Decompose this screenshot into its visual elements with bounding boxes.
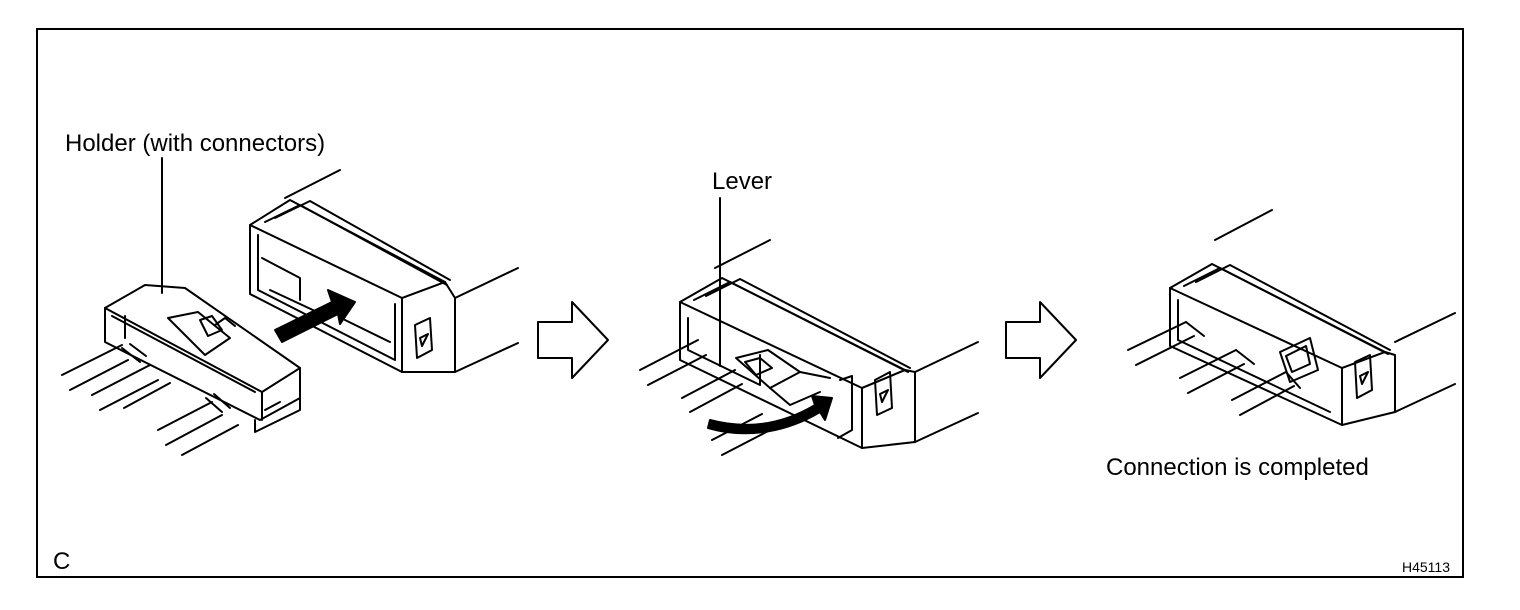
- figure-border: [36, 28, 1464, 578]
- holder-with-connectors: [61, 284, 301, 456]
- harness-completed: [1127, 321, 1301, 416]
- ecu-latch: [1354, 354, 1373, 399]
- ecu-unit-2: [679, 239, 979, 449]
- step-arrow-icon: [1005, 301, 1077, 379]
- ecu-unit-1: [249, 169, 519, 373]
- rotate-arrow-icon: [707, 395, 833, 435]
- ecu-latch: [874, 371, 893, 416]
- push-arrow-icon: [274, 289, 356, 343]
- step-arrow-icon: [537, 301, 609, 379]
- holder-label: Holder (with connectors): [65, 130, 326, 157]
- stage-3-completed: [1127, 209, 1456, 426]
- locked-lever: [1279, 337, 1319, 383]
- stage-2-lever: [639, 197, 979, 456]
- lever-label: Lever: [712, 168, 773, 195]
- stage-1-disconnected: [61, 157, 519, 456]
- figure-code: H45113: [1402, 559, 1451, 575]
- ecu-unit-3: [1169, 209, 1456, 426]
- ecu-latch: [414, 317, 433, 359]
- completed-label: Connection is completed: [1106, 454, 1369, 481]
- holder-inserted: [639, 317, 831, 456]
- panel-letter: C: [53, 548, 71, 575]
